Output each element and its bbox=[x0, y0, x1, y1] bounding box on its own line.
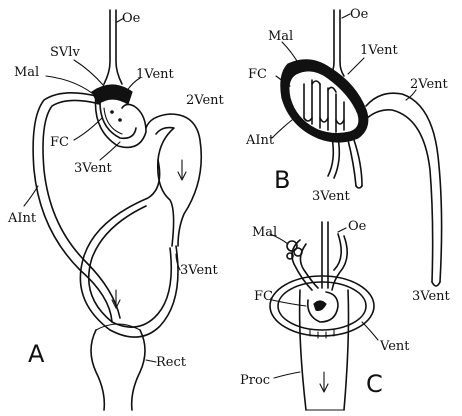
panel-a: Oe SVlv Mal 1Vent 2Vent FC 3Vent AInt 3V… bbox=[7, 10, 225, 410]
label-c-mal: Mal bbox=[252, 225, 277, 240]
label-b-vent1: 1Vent bbox=[360, 43, 399, 58]
label-b-fc: FC bbox=[248, 67, 267, 82]
panel-a-drawing bbox=[33, 10, 201, 410]
leader-b-aint bbox=[272, 120, 292, 138]
leader-c-vent bbox=[362, 322, 378, 340]
label-c-vent: Vent bbox=[379, 339, 410, 354]
leader-b-oe bbox=[342, 14, 350, 18]
label-a-vent3-inner: 3Vent bbox=[74, 161, 113, 176]
panel-letter-c: C bbox=[366, 370, 383, 398]
leader-a-vent3 bbox=[100, 142, 120, 160]
leader-c-proc bbox=[274, 372, 300, 378]
leader-a-aint bbox=[24, 186, 38, 206]
label-b-vent3-right: 3Vent bbox=[412, 289, 451, 304]
leader-c-oe bbox=[338, 228, 346, 232]
label-b-vent2: 2Vent bbox=[410, 77, 449, 92]
leader-c-fc bbox=[272, 300, 306, 306]
panel-c: Oe Mal FC Vent Proc C bbox=[240, 219, 410, 410]
label-a-mal: Mal bbox=[14, 65, 39, 80]
panel-b: Oe Mal 1Vent FC 2Vent AInt 3Vent 3Vent B bbox=[245, 7, 451, 304]
label-a-aint: AInt bbox=[7, 211, 37, 226]
label-b-vent3-left: 3Vent bbox=[312, 189, 351, 204]
panel-c-drawing bbox=[270, 222, 374, 410]
label-a-fc: FC bbox=[50, 135, 69, 150]
leader-a-svlv bbox=[74, 60, 104, 86]
label-a-vent1: 1Vent bbox=[136, 67, 175, 82]
label-a-svlv: SVlv bbox=[50, 45, 80, 60]
leader-b-vent1 bbox=[348, 58, 364, 74]
leader-a-rect bbox=[146, 360, 156, 362]
panel-letter-b: B bbox=[274, 166, 290, 194]
label-a-oe: Oe bbox=[122, 11, 141, 26]
label-a-vent3-outer: 3Vent bbox=[180, 263, 219, 278]
label-c-fc: FC bbox=[254, 289, 273, 304]
label-b-aint: AInt bbox=[245, 133, 275, 148]
label-c-proc: Proc bbox=[240, 373, 270, 388]
label-c-oe: Oe bbox=[348, 219, 367, 234]
label-b-oe: Oe bbox=[350, 7, 369, 22]
label-a-rect: Rect bbox=[156, 355, 187, 370]
label-a-vent2: 2Vent bbox=[186, 93, 225, 108]
label-b-mal: Mal bbox=[268, 29, 293, 44]
panel-letter-a: A bbox=[28, 340, 45, 368]
